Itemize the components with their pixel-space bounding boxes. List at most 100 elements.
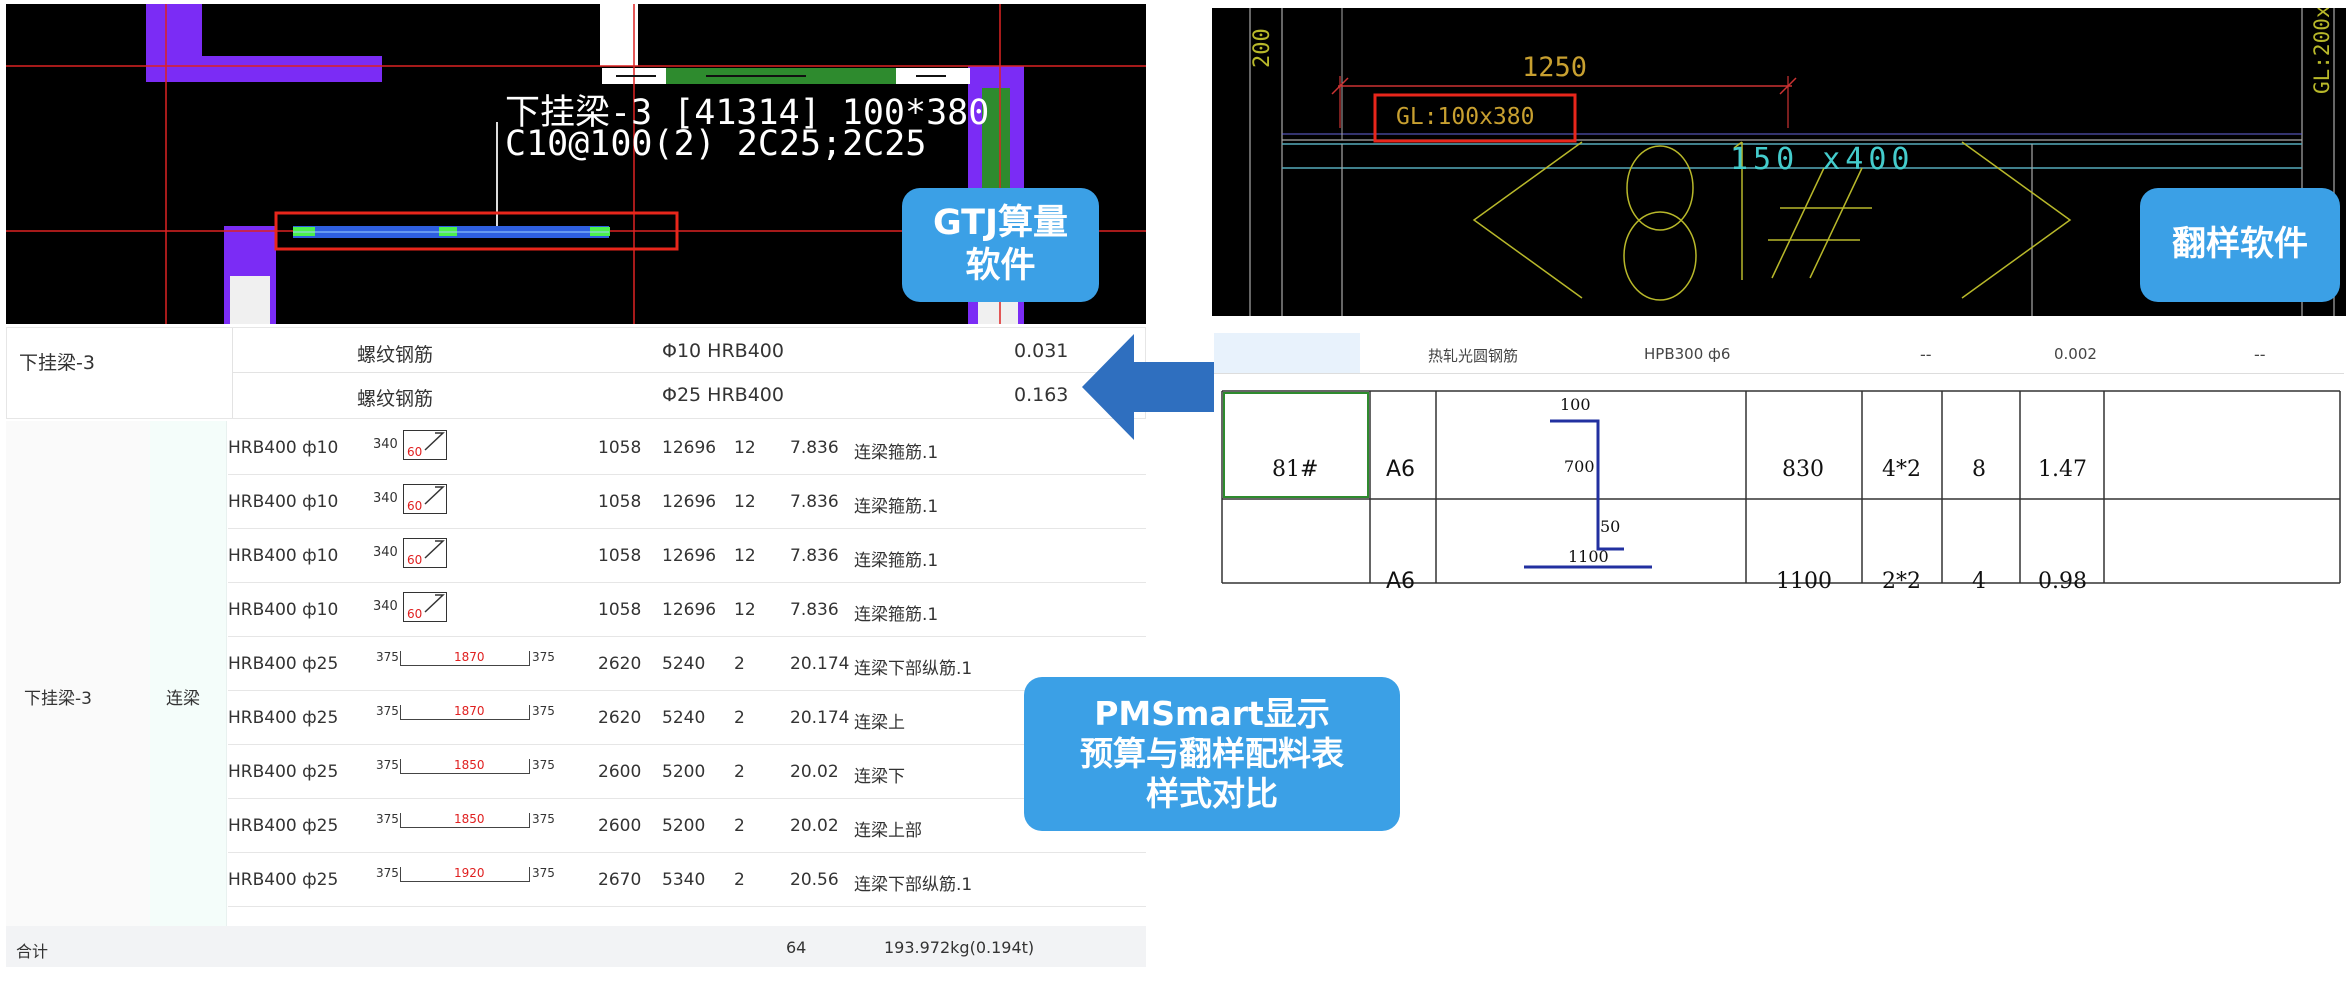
- bar-weight: 20.02: [790, 762, 839, 782]
- pmsmart-badge-line1: PMSmart显示: [1094, 693, 1330, 733]
- gtj-cad-view[interactable]: 下挂梁-3 [41314] 100*380 C10@100(2) 2C25;2C…: [6, 4, 1146, 324]
- fy-count: 4*2: [1882, 457, 1921, 482]
- bar-hook-left: [400, 813, 401, 828]
- bar-total-length: 12696: [662, 438, 717, 458]
- fy-length: 1100: [1776, 569, 1832, 594]
- bar-weight: 7.836: [790, 546, 839, 566]
- total-label: 合计: [16, 942, 49, 961]
- detail-category: 连梁: [166, 689, 200, 709]
- bar-total-length: 5200: [662, 762, 706, 782]
- bar-hook-right: [529, 651, 530, 666]
- detail-member-name: 下挂梁-3: [24, 689, 92, 709]
- gtj-badge: GTJ算量 软件: [902, 188, 1099, 302]
- bar-line: [400, 773, 530, 774]
- bar-hook-left: [400, 759, 401, 774]
- shape-dim-a: 375: [376, 866, 399, 880]
- shape-dim-b: 1850: [454, 758, 485, 772]
- fy-length: 830: [1782, 457, 1824, 482]
- rebar-grade: HRB400 ф25: [228, 762, 339, 782]
- bar-name: 连梁箍筋.1: [854, 497, 939, 517]
- pmsmart-badge-line3: 样式对比: [1146, 774, 1278, 814]
- gtj-badge-line1: GTJ算量: [932, 203, 1068, 244]
- bar-hook-right: [529, 705, 530, 720]
- hook-icon: [424, 540, 445, 559]
- pmsmart-badge: PMSmart显示 预算与翻样配料表 样式对比: [1024, 677, 1400, 831]
- shape-dim-a: 375: [376, 812, 399, 826]
- stirrup-box: 60: [403, 538, 447, 568]
- summary-type: 螺纹钢筋: [357, 344, 434, 366]
- rebar-grade: HRB400 ф10: [228, 600, 339, 620]
- bar-total-length: 12696: [662, 546, 717, 566]
- rebar-grade: HRB400 ф10: [228, 546, 339, 566]
- fanyang-side-right: GL:200x3: [2310, 8, 2334, 94]
- shape-dim-b: 60: [407, 553, 423, 567]
- bar-length: 2600: [598, 816, 642, 836]
- fanyang-gl-label: GL:100x380: [1396, 104, 1535, 130]
- fy-head-dash2: --: [2254, 345, 2266, 364]
- bar-total-length: 12696: [662, 492, 717, 512]
- member-column: 下挂梁-3: [6, 421, 151, 927]
- fanyang-beam-label: 150 x400: [1730, 142, 1915, 177]
- bar-weight: 20.174: [790, 654, 850, 674]
- rebar-grade: HRB400 ф25: [228, 870, 339, 890]
- gtj-badge-line2: 软件: [965, 246, 1036, 286]
- shape-dim-b: 60: [407, 607, 423, 621]
- fy-weight: 0.98: [2038, 569, 2087, 594]
- total-weight: 193.972kg(0.194t): [884, 938, 1035, 957]
- summary-spec: Φ25 HRB400: [662, 384, 784, 406]
- fy-seg-mid: 700: [1564, 457, 1595, 476]
- pmsmart-badge-line2: 预算与翻样配料表: [1080, 733, 1344, 773]
- rebar-grade: HRB400 ф25: [228, 654, 339, 674]
- shape-dim-b: 1870: [454, 704, 485, 718]
- shape-dim-b: 1870: [454, 650, 485, 664]
- summary-type: 螺纹钢筋: [357, 388, 434, 410]
- hook-icon: [424, 594, 445, 613]
- category-column: 连梁: [150, 421, 227, 927]
- rebar-grade: HRB400 ф25: [228, 708, 339, 728]
- bar-quantity: 2: [734, 870, 745, 890]
- gtj-beam-label-line2: C10@100(2) 2C25;2C25: [505, 124, 927, 164]
- fy-weight: 1.47: [2038, 457, 2087, 482]
- shape-dim-a: 375: [376, 704, 399, 718]
- total-qty: 64: [786, 938, 807, 957]
- fy-seg-mid: 1100: [1568, 547, 1609, 566]
- bar-hook-left: [400, 867, 401, 882]
- bar-weight: 20.56: [790, 870, 839, 890]
- summary-row: 螺纹钢筋 Φ10 HRB400 0.031: [232, 328, 1144, 373]
- fanyang-side-left: 200: [1250, 28, 1275, 68]
- fy-seg-top: 100: [1560, 395, 1591, 414]
- bar-length: 1058: [598, 600, 642, 620]
- bar-quantity: 2: [734, 708, 745, 728]
- fy-head-dash1: --: [1920, 345, 1932, 364]
- shape-dim-a: 340: [373, 491, 398, 506]
- shape-dim-a: 375: [376, 650, 399, 664]
- summary-spec: Φ10 HRB400: [662, 340, 784, 362]
- bar-total-length: 12696: [662, 600, 717, 620]
- bar-name: 连梁下部纵筋.1: [854, 875, 973, 895]
- fanyang-badge: 翻样软件: [2140, 188, 2340, 302]
- stirrup-box: 60: [403, 592, 447, 622]
- bar-name: 连梁上部: [854, 821, 922, 841]
- shape-dim-c: 375: [532, 866, 555, 880]
- fy-grade: A6: [1386, 457, 1416, 482]
- bar-hook-right: [529, 867, 530, 882]
- bar-total-length: 5200: [662, 816, 706, 836]
- bar-name: 连梁箍筋.1: [854, 443, 939, 463]
- bar-line: [400, 827, 530, 828]
- bar-total-length: 5240: [662, 708, 706, 728]
- summary-row: 螺纹钢筋 Φ25 HRB400 0.163: [232, 372, 1144, 416]
- fy-head-spec: HPB300 ф6: [1644, 345, 1731, 363]
- bar-name: 连梁上: [854, 713, 905, 733]
- fy-count: 2*2: [1882, 569, 1921, 594]
